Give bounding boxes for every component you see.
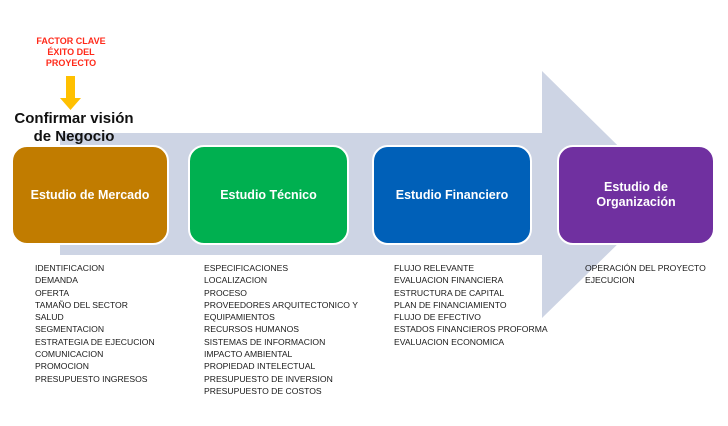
factor-clave-line: ÉXITO DEL [47, 47, 95, 57]
list-item: SISTEMAS DE INFORMACION [204, 336, 326, 347]
mercado-items-list: IDENTIFICACION DEMANDA OFERTA TAMAÑO DEL… [35, 262, 155, 385]
process-flow-arrow-shape [60, 71, 668, 318]
list-item: EJECUCION [585, 275, 635, 286]
list-item: PROMOCION [35, 361, 89, 372]
stage-title: Estudio Financiero [395, 187, 509, 202]
list-item: FLUJO DE EFECTIVO [394, 312, 481, 323]
list-item: PRESUPUESTO DE COSTOS [204, 385, 322, 396]
list-item: IDENTIFICACION [35, 263, 105, 273]
vision-line-2: de Negocio [33, 128, 115, 145]
list-item: COMUNICACION [35, 349, 104, 360]
stage-box-estudio-tecnico: Estudio Técnico [188, 145, 349, 245]
tecnico-items-list: ESPECIFICACIONES LOCALIZACION PROCESO PR… [204, 262, 358, 397]
down-arrow-icon [60, 76, 81, 110]
list-item: PROPIEDAD INTELECTUAL [204, 361, 316, 372]
confirmar-vision-label: Confirmar visión de Negocio [10, 110, 138, 146]
list-item: ESTRUCTURA DE CAPITAL [394, 287, 505, 298]
list-item: ESTADOS FINANCIEROS PROFORMA [394, 324, 548, 335]
list-item: FLUJO RELEVANTE [394, 263, 475, 273]
factor-clave-label: FACTOR CLAVE ÉXITO DEL PROYECTO [25, 36, 117, 69]
stage-box-estudio-mercado: Estudio de Mercado [11, 145, 169, 245]
list-item: PROVEEDORES ARQUITECTONICO Y [204, 299, 358, 310]
financiero-items-list: FLUJO RELEVANTE EVALUACION FINANCIERA ES… [394, 262, 548, 348]
stage-title: Estudio de Mercado [30, 187, 150, 202]
list-item: EVALUACION ECONOMICA [394, 336, 505, 347]
list-item: TAMAÑO DEL SECTOR [35, 299, 128, 310]
list-item: ESTRATEGIA DE EJECUCION [35, 336, 155, 347]
list-item: SALUD [35, 312, 64, 323]
stage-box-estudio-organizacion: Estudio de Organización [557, 145, 715, 245]
list-item: OPERACIÓN DEL PROYECTO [585, 263, 706, 273]
list-item: EVALUACION FINANCIERA [394, 275, 504, 286]
list-item: PLAN DE FINANCIAMIENTO [394, 299, 507, 310]
list-item: ESPECIFICACIONES [204, 263, 289, 273]
list-item: OFERTA [35, 287, 70, 298]
list-item: IMPACTO AMBIENTAL [204, 349, 293, 360]
factor-clave-line: PROYECTO [45, 58, 97, 68]
stage-title-line-1: Estudio de [604, 180, 668, 194]
list-item: SEGMENTACION [35, 324, 105, 335]
list-item: PRESUPUESTO INGRESOS [35, 373, 148, 384]
factor-clave-line: FACTOR CLAVE [36, 36, 106, 46]
list-item: PRESUPUESTO DE INVERSION [204, 373, 333, 384]
stage-title-line-2: Organización [596, 195, 676, 209]
stage-title: Estudio Técnico [220, 187, 317, 202]
organizacion-items-list: OPERACIÓN DEL PROYECTO EJECUCION [585, 262, 706, 287]
list-item: EQUIPAMIENTOS [204, 312, 275, 323]
stage-box-estudio-financiero: Estudio Financiero [372, 145, 532, 245]
list-item: LOCALIZACION [204, 275, 268, 286]
list-item: DEMANDA [35, 275, 78, 286]
list-item: RECURSOS HUMANOS [204, 324, 300, 335]
list-item: PROCESO [204, 287, 247, 298]
vision-line-1: Confirmar visión [14, 110, 134, 127]
